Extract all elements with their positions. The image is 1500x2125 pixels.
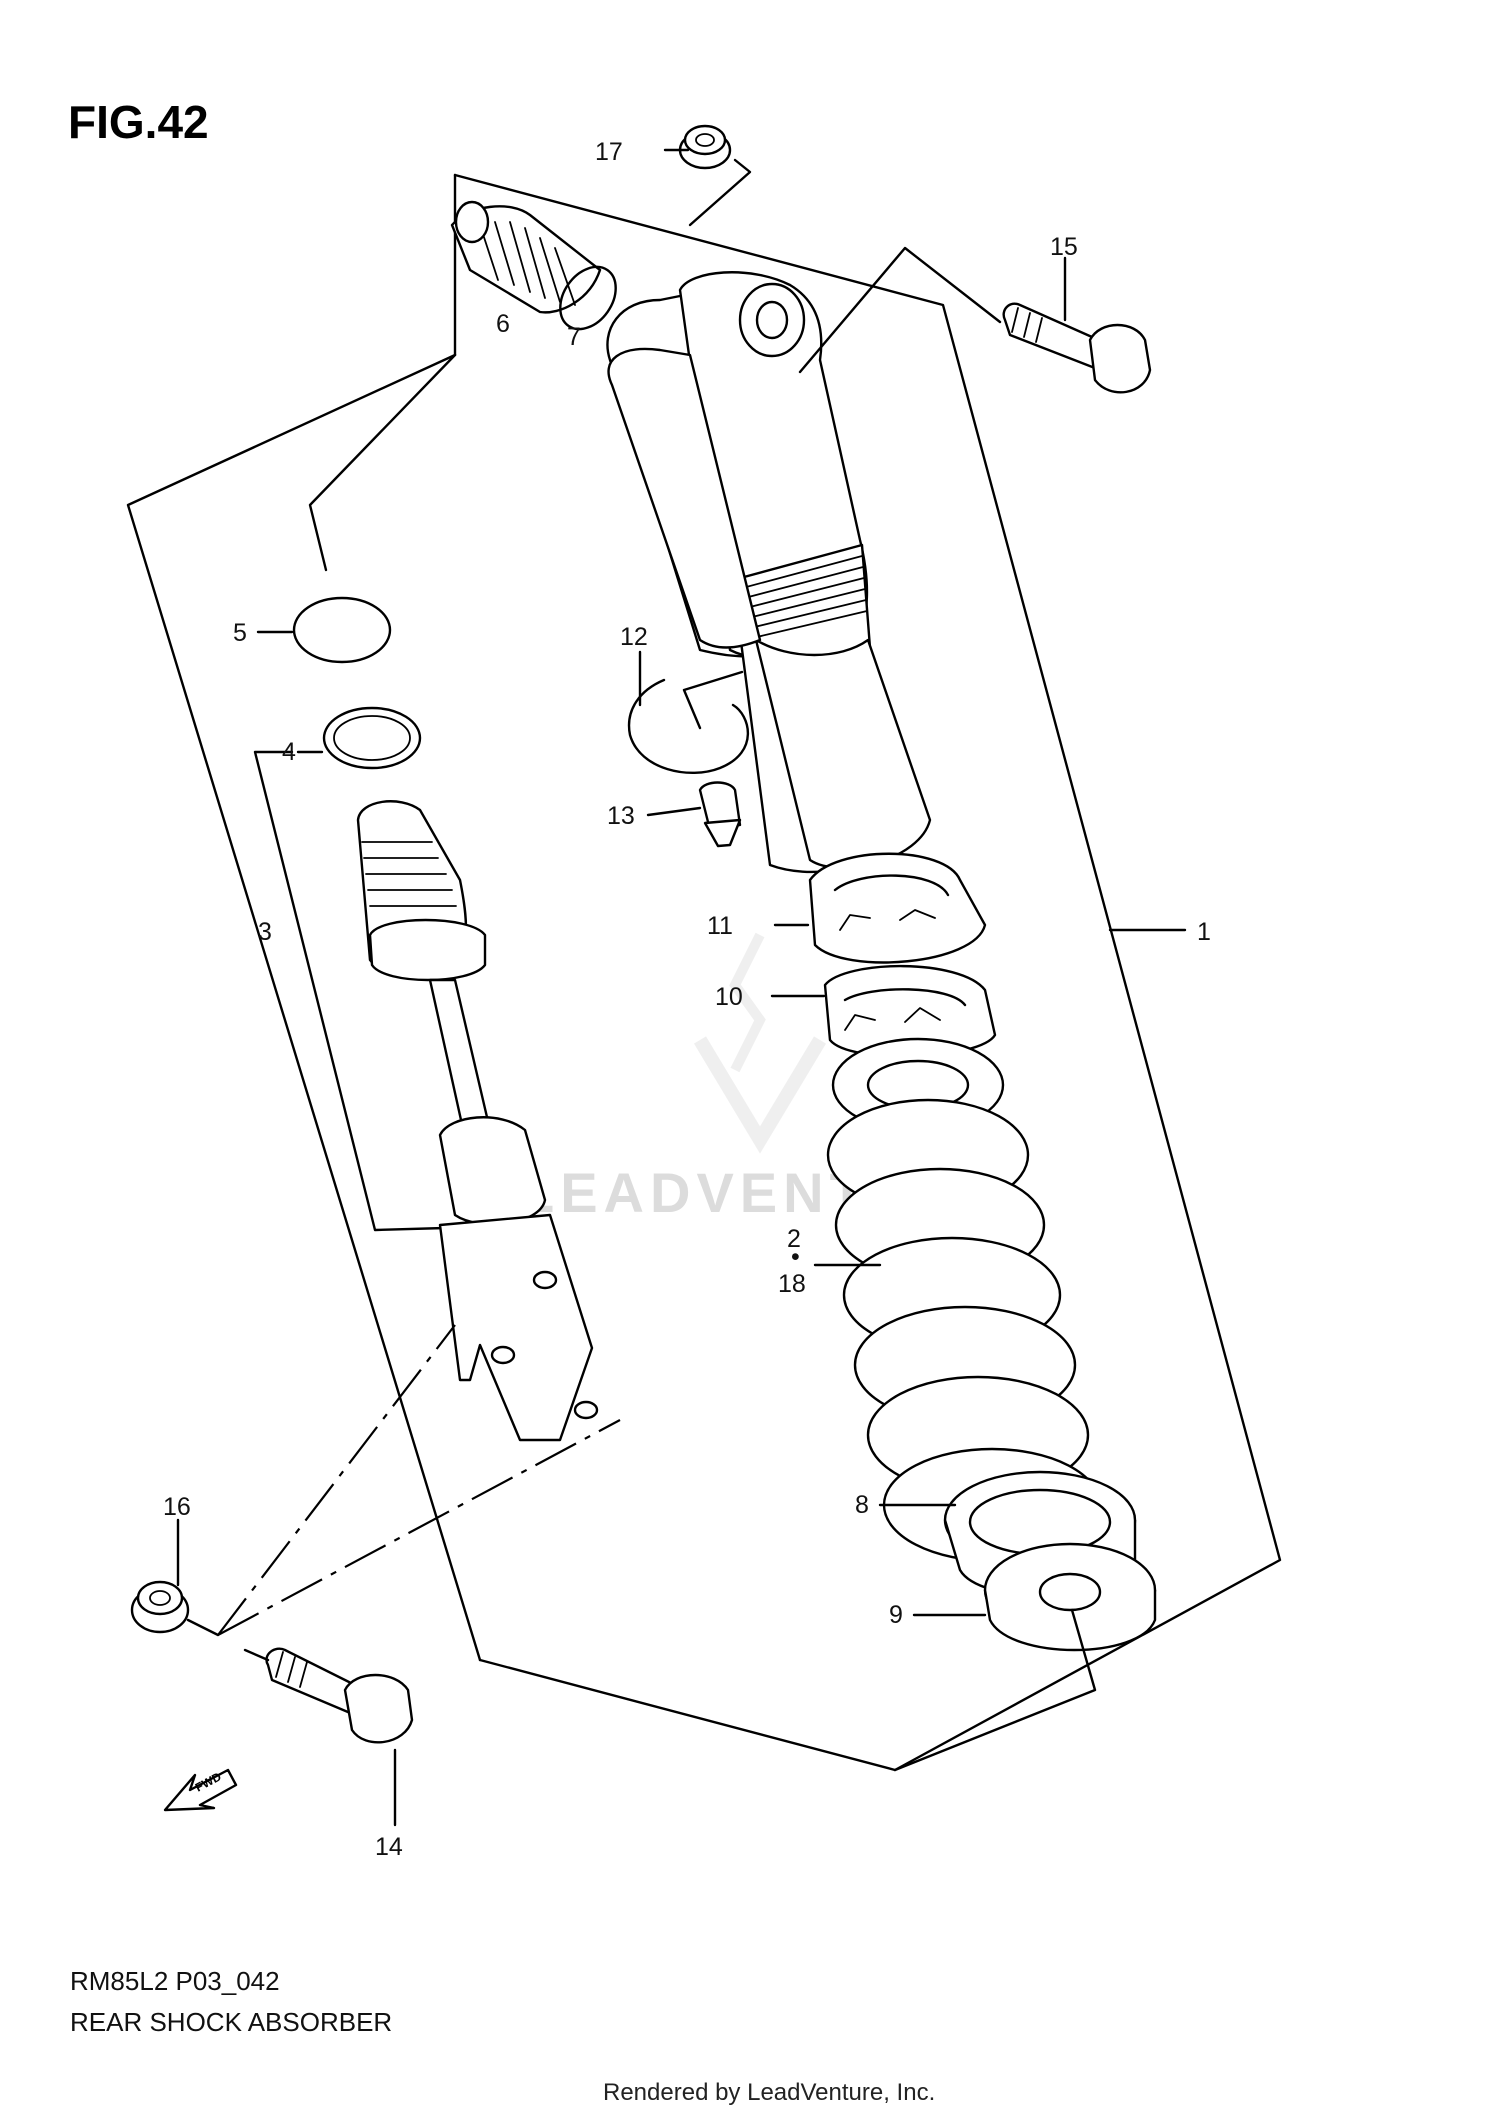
- callout-10: 10: [715, 983, 743, 1011]
- callout-1: 1: [1197, 918, 1211, 946]
- nut-16: [130, 1580, 190, 1634]
- bracket-item-3: [253, 750, 447, 1232]
- leader-14-in: [243, 1648, 270, 1662]
- leader-13: [646, 806, 702, 817]
- washer-4: [322, 706, 422, 770]
- model-code: RM85L2 P03_042: [70, 1966, 280, 1996]
- callout-12: 12: [620, 623, 648, 651]
- leader-17-to-body: [688, 158, 752, 227]
- callout-2-dot: •: [791, 1243, 800, 1271]
- dash-bolt-14: [217, 1419, 621, 1636]
- valve-13: [698, 781, 742, 848]
- callout-13: 13: [607, 802, 635, 830]
- callout-18: 18: [778, 1270, 806, 1298]
- rendered-by-credit: Rendered by LeadVenture, Inc.: [603, 2079, 935, 2106]
- callout-14: 14: [375, 1833, 403, 1861]
- callout-9: 9: [889, 1601, 903, 1629]
- snap-ring-5: [292, 596, 392, 664]
- callout-11: 11: [707, 912, 733, 940]
- callout-5: 5: [233, 619, 247, 647]
- figure-title: FIG.42: [68, 96, 209, 148]
- dash-nut-16: [217, 1324, 456, 1636]
- bolt-15: [1002, 302, 1152, 394]
- leader-9-down: [893, 1608, 1097, 1772]
- assembly-outline-1: [453, 173, 1282, 1772]
- callout-3: 3: [258, 918, 272, 946]
- nut-17: [678, 124, 732, 170]
- watermark-logo: [693, 932, 827, 1154]
- bolt-14: [265, 1647, 414, 1744]
- leader-12-to-body: [682, 670, 744, 730]
- reservoir: [607, 347, 762, 649]
- assembly-outline-inner: [126, 353, 482, 1662]
- figure-caption: REAR SHOCK ABSORBER: [70, 2007, 392, 2037]
- callout-17: 17: [595, 138, 623, 166]
- piston-rod-assembly-3: [356, 800, 599, 1442]
- leader-16-out: [186, 1618, 220, 1637]
- callout-2: 2: [787, 1225, 801, 1253]
- stopper-9: [983, 1542, 1157, 1652]
- callout-15: 15: [1050, 233, 1078, 261]
- callout-8: 8: [855, 1491, 869, 1519]
- dust-boot-6: [450, 200, 602, 314]
- ring-12: [627, 678, 750, 775]
- o-ring-7: [559, 265, 617, 331]
- callout-6: 6: [496, 310, 510, 338]
- leader-5-up: [308, 353, 457, 572]
- lock-nut-11: [808, 852, 987, 964]
- leader-15-to-body: [798, 246, 1002, 374]
- callout-16: 16: [163, 1493, 191, 1521]
- fwd-arrow-icon: [163, 1768, 238, 1812]
- callout-4: 4: [282, 738, 296, 766]
- callout-7: 7: [567, 323, 581, 351]
